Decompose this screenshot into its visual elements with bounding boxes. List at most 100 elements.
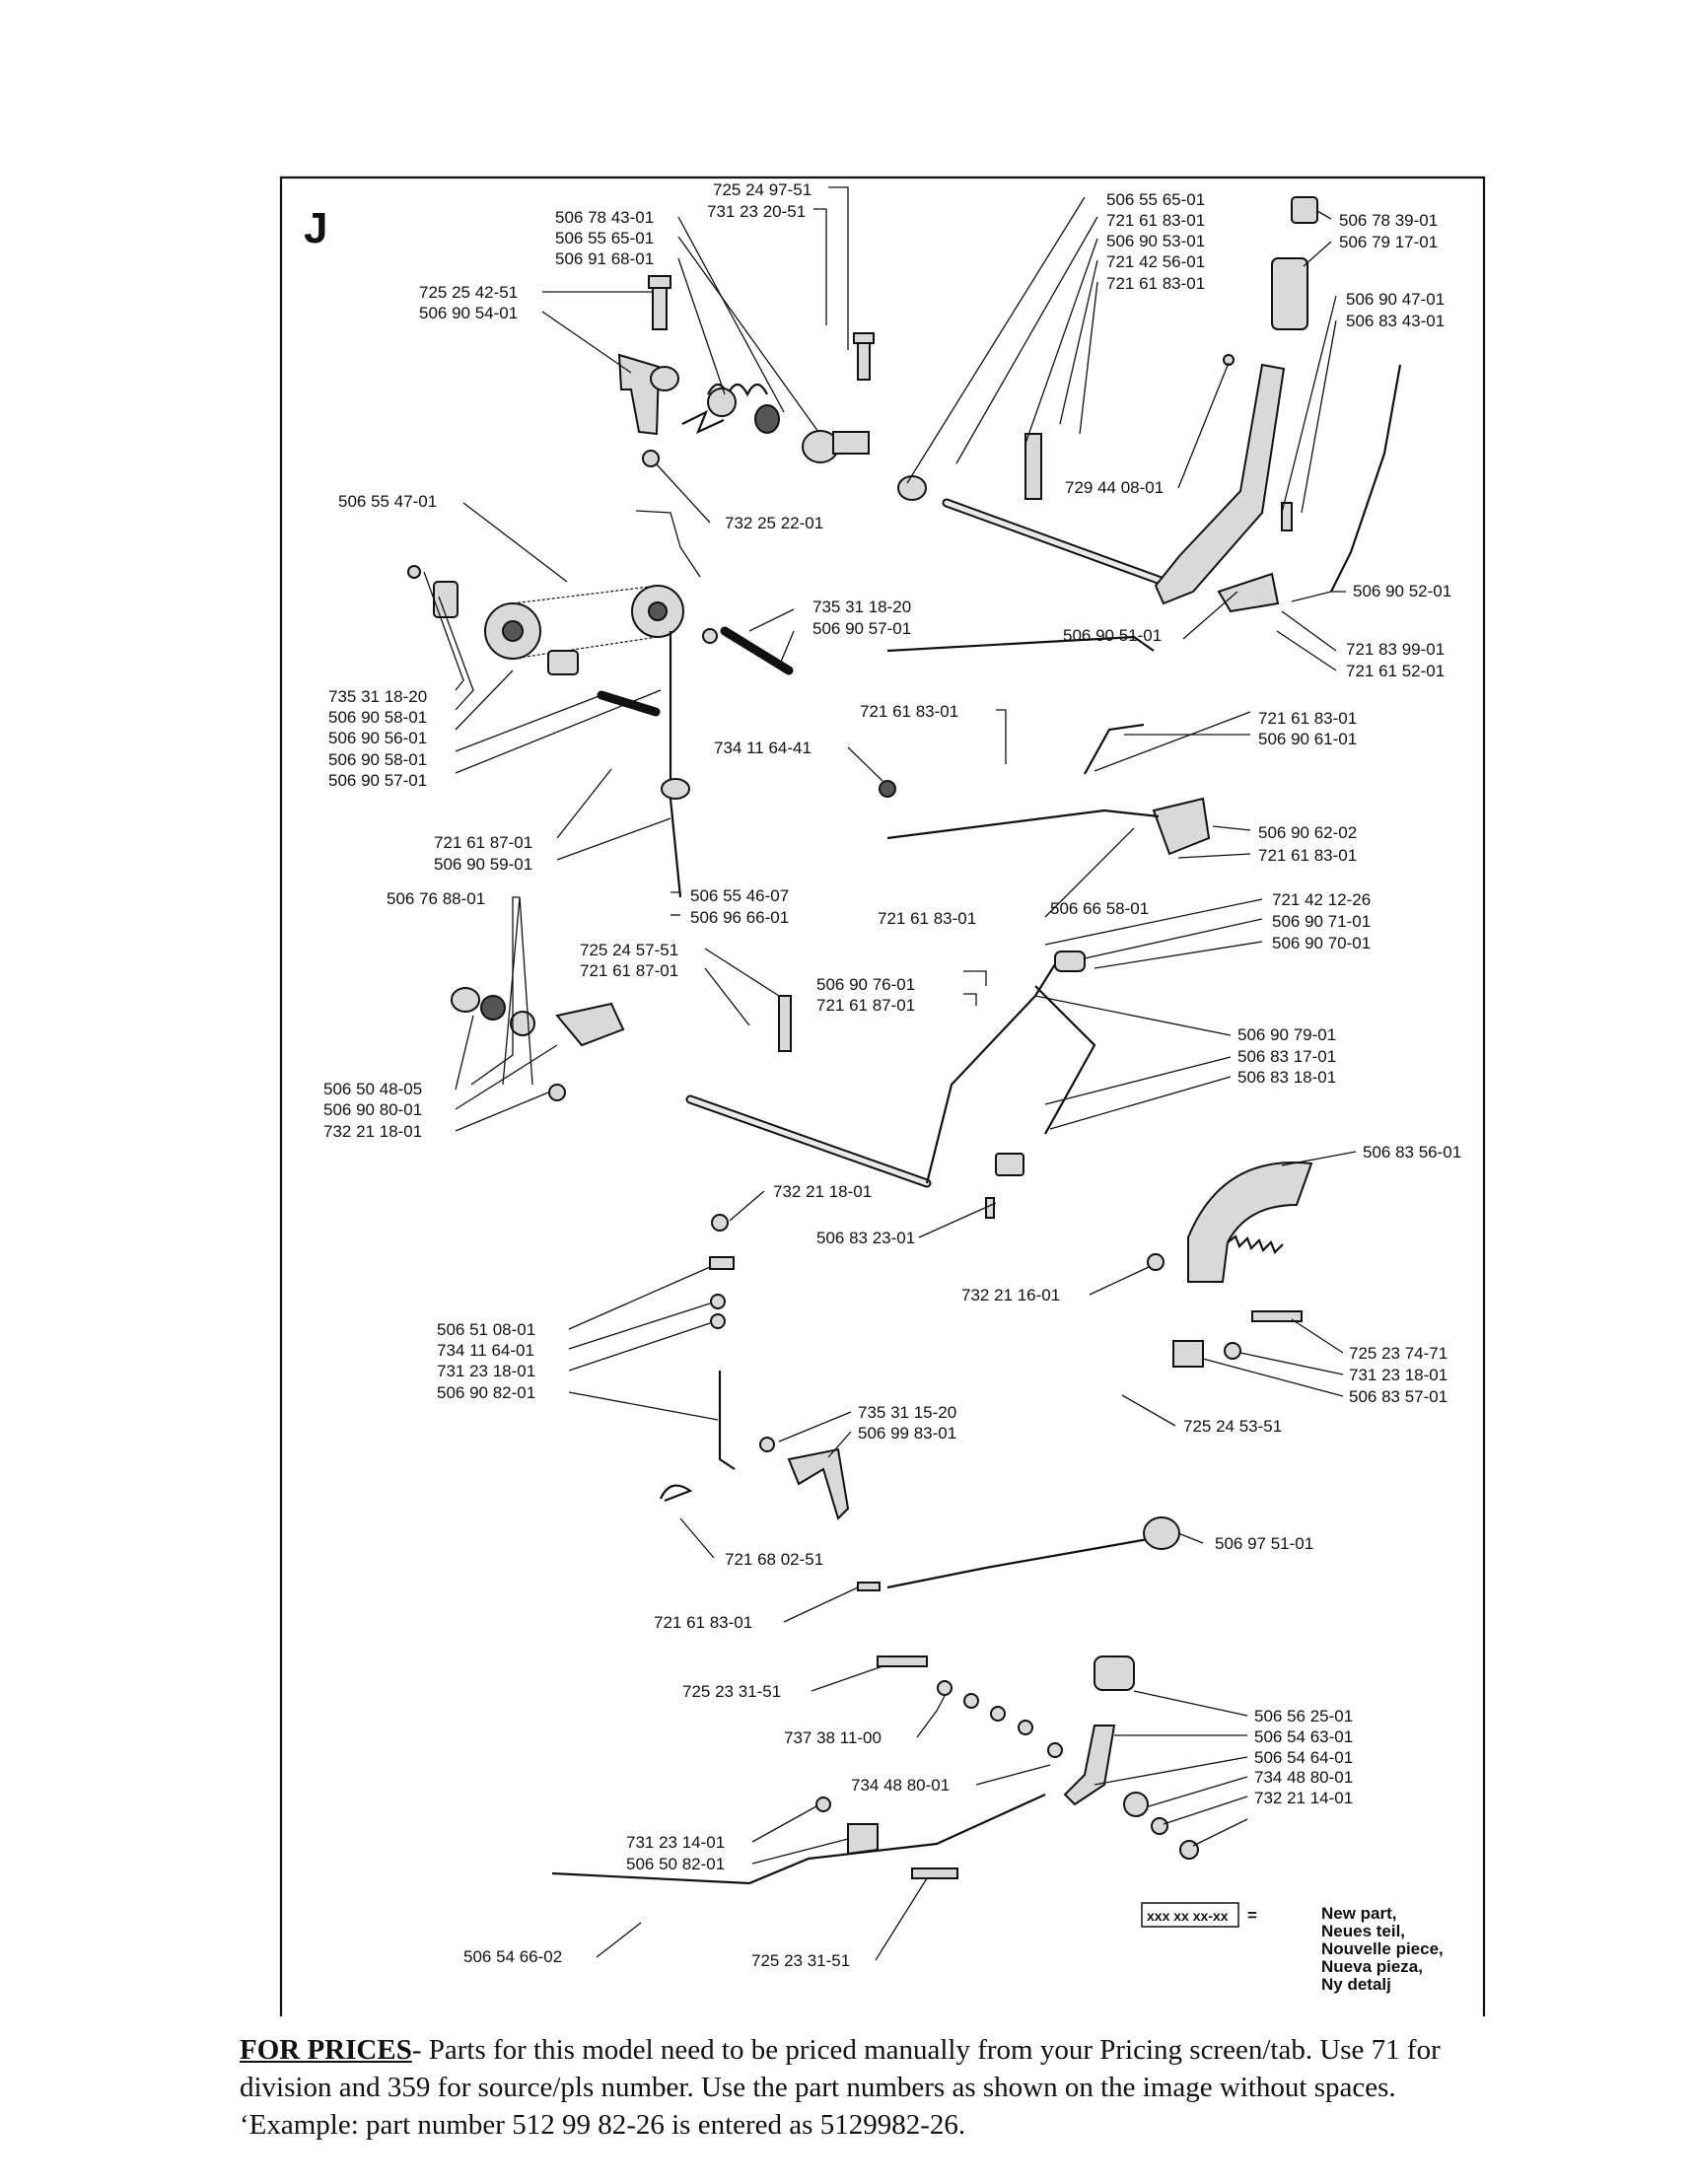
part-label: 506 76 88-01 [387,889,485,908]
arm-plate [787,1447,850,1520]
part-label: 735 31 18-20 [812,598,911,616]
part-label: 506 90 62-02 [1258,823,1357,842]
part-label: 732 21 14-01 [1254,1789,1353,1807]
bushing-lower-b [480,995,506,1021]
washer-737-a [937,1680,953,1696]
washer-mid [879,780,896,798]
part-label: 721 61 87-01 [434,833,532,852]
bushing-b [897,475,927,501]
nut-lower [642,450,660,467]
bolt-head-upper [648,275,671,289]
part-label: 721 68 02-51 [725,1550,823,1569]
pivot-bracket [617,353,661,436]
bolt-23-31-a [877,1656,928,1667]
grip-56-25 [1094,1656,1135,1691]
part-label: 721 61 83-01 [878,909,976,928]
part-label: 731 23 18-01 [437,1362,535,1380]
part-label: 506 51 08-01 [437,1320,535,1339]
part-label: 506 54 63-01 [1254,1727,1353,1746]
part-label: 506 90 58-01 [328,708,427,727]
handle-lever [1154,363,1286,605]
part-label: 732 21 18-01 [773,1182,872,1201]
legend-line: Nouvelle piece, [1321,1939,1444,1958]
washer-a [754,404,780,434]
hairpin [659,1484,693,1503]
part-label: 721 61 83-01 [654,1613,752,1632]
bolt-upper [652,283,668,330]
part-label: 731 23 20-51 [707,202,806,221]
part-label: 506 90 61-01 [1258,730,1357,748]
pricing-note-text: - Parts for this model need to be priced… [240,2034,1441,2141]
part-label: 732 25 22-01 [725,514,823,532]
sector-gear [1187,1162,1313,1283]
part-label: 721 61 87-01 [580,961,678,980]
washer-48-80 [1047,1742,1063,1758]
pricing-note: FOR PRICES- Parts for this model need to… [240,2031,1521,2144]
part-label: 506 54 64-01 [1254,1748,1353,1767]
part-label: 506 78 43-01 [555,208,654,227]
part-label: 506 90 54-01 [419,304,518,322]
bellcrank-plate [1152,797,1211,856]
part-label: 506 90 47-01 [1346,290,1445,309]
part-label: 731 23 18-01 [1349,1366,1447,1384]
part-label: 506 56 25-01 [1254,1707,1353,1726]
part-label: 506 90 76-01 [816,975,915,994]
part-labels: 725 24 97-51 731 23 20-51 506 78 43-01 5… [323,180,1461,1970]
part-label: 506 78 39-01 [1339,211,1438,230]
washer-left [407,565,421,579]
part-label: 506 55 46-07 [690,886,789,905]
part-label: 725 24 53-51 [1183,1417,1282,1436]
part-label: 506 91 68-01 [555,249,654,268]
part-label: 735 31 18-20 [328,687,427,706]
part-label: 725 23 31-51 [751,1951,850,1970]
pull-rod [718,1371,736,1470]
part-label: 506 79 17-01 [1339,233,1438,251]
bushing-54-64 [1123,1792,1149,1817]
part-label: 732 21 18-01 [323,1122,422,1141]
shaft-pin-left [547,650,579,675]
part-label: 506 50 48-05 [323,1080,422,1098]
spring-cable [1054,951,1086,972]
part-label: 506 90 59-01 [434,855,532,874]
part-label: 735 31 15-20 [858,1403,956,1422]
part-label: 721 61 83-01 [1106,274,1205,293]
nut-stack-b [710,1313,726,1329]
spacer-left [433,581,459,618]
part-label: 721 83 99-01 [1346,640,1445,659]
legend-line: Nueva pieza, [1321,1957,1423,1976]
spring-small [985,1197,995,1219]
pin-51 [709,1256,735,1270]
part-label: 506 90 51-01 [1063,626,1162,645]
lower-bracket [555,1002,625,1047]
part-label: 506 83 56-01 [1363,1143,1461,1162]
lever-arm-lower [925,955,1061,1184]
bushing-lower-a [451,987,480,1013]
part-label: 506 99 83-01 [858,1424,956,1443]
part-label: 506 55 47-01 [338,492,437,511]
rod-eye [1143,1516,1180,1550]
rod-bent-mid [886,809,1160,840]
legend: xxx xx xx-xx = New part, Neues teil, Nou… [1141,1902,1444,1994]
nut-21-14 [1179,1840,1199,1860]
washer-48-80-b [1151,1817,1168,1835]
leader-lines [423,186,1357,1961]
link-rod-mid [886,635,1155,653]
link-plate [1217,572,1280,613]
bolt-lower [778,995,792,1052]
part-label: 506 83 23-01 [816,1229,915,1247]
spring-right [1281,502,1293,531]
sector-teeth [1227,1234,1284,1254]
part-label: 506 90 53-01 [1106,232,1205,250]
part-label: 732 21 16-01 [961,1286,1060,1304]
cable-lower [1034,985,1096,1135]
part-label: 506 90 82-01 [437,1383,535,1402]
clip-small [1223,354,1235,366]
part-label: 506 90 56-01 [328,729,427,747]
rod-right [1330,364,1402,593]
part-label: 506 97 51-01 [1215,1534,1313,1553]
part-label: 734 48 80-01 [851,1776,950,1795]
cable-vertical [669,631,682,898]
part-label: 506 55 65-01 [555,229,654,247]
nut-stack-a [711,1214,729,1232]
